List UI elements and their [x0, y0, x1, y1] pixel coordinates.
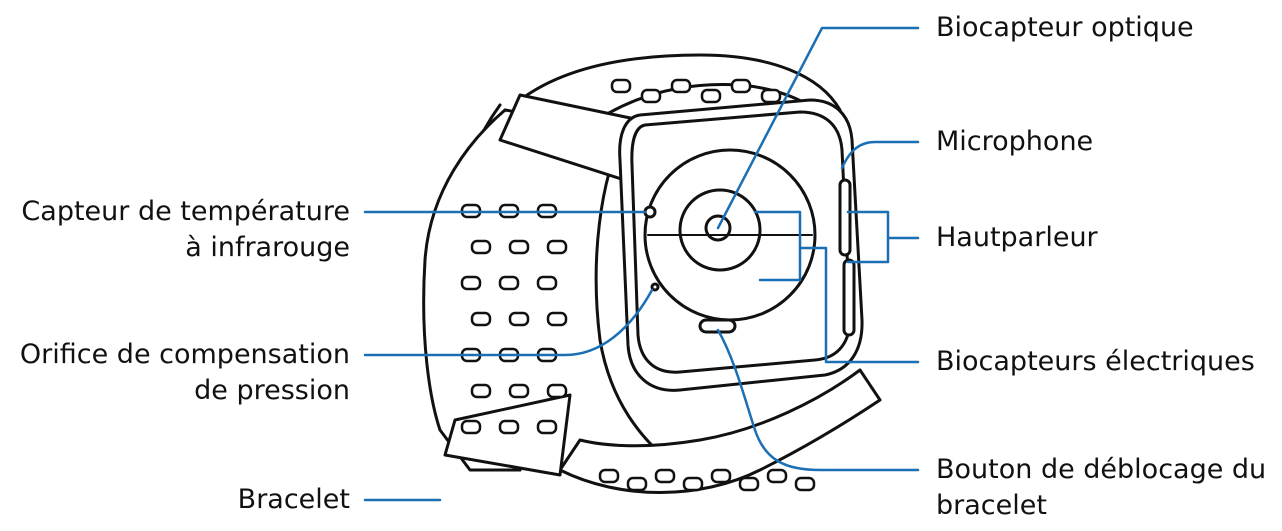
- band-hole: [610, 78, 632, 94]
- vent-dot: [650, 282, 660, 292]
- band-hole: [738, 476, 760, 492]
- band-hole: [640, 88, 662, 104]
- band-hole: [470, 383, 492, 399]
- leader-microphone: [840, 140, 920, 170]
- band-hole: [682, 476, 704, 492]
- watch-case-inner: [630, 110, 852, 374]
- band-hole: [508, 311, 530, 327]
- band-hole: [700, 88, 722, 104]
- label-pressure-vent: Orifice de compensation de pression: [20, 337, 350, 409]
- band-hole: [794, 476, 816, 492]
- band-hole: [546, 239, 568, 255]
- label-temp-sensor-line1: Capteur de température: [21, 196, 350, 227]
- band-hole: [670, 78, 692, 94]
- band-hole: [766, 468, 788, 484]
- band-hole: [626, 476, 648, 492]
- temp-sensor-dot: [643, 205, 657, 219]
- label-band-line1: Bracelet: [237, 484, 350, 515]
- label-microphone: Microphone: [936, 124, 1093, 160]
- band-hole: [498, 419, 520, 435]
- band-hole: [470, 239, 492, 255]
- leader-speaker: [846, 210, 920, 264]
- band-hole: [546, 383, 568, 399]
- band-hole: [546, 311, 568, 327]
- label-pressure-vent-line1: Orifice de compensation: [19, 339, 350, 370]
- label-optical-biosensor-line1: Biocapteur optique: [936, 12, 1194, 43]
- leader-release-button: [716, 328, 920, 472]
- label-band-release-line2: bracelet: [936, 490, 1047, 521]
- band-hole: [508, 383, 530, 399]
- band-hole: [654, 468, 676, 484]
- leader-pressure-vent: [363, 288, 654, 357]
- label-speaker: Hautparleur: [936, 220, 1098, 256]
- side-button-bottom: [842, 258, 856, 337]
- band-hole: [536, 419, 558, 435]
- label-band-release-line1: Bouton de déblocage du: [936, 454, 1267, 485]
- band-hole: [460, 275, 482, 291]
- label-band: Bracelet: [238, 482, 350, 518]
- band-holes: [460, 78, 816, 492]
- label-infrared-temperature-sensor: Capteur de température à infrarouge: [21, 194, 350, 266]
- band-hole: [460, 419, 482, 435]
- band-hole: [470, 311, 492, 327]
- band-end: [443, 393, 572, 477]
- release-button-shape: [698, 318, 737, 334]
- label-speaker-line1: Hautparleur: [936, 222, 1098, 253]
- label-electrical-biosensors-line1: Biocapteurs électriques: [936, 346, 1255, 377]
- band-hole: [508, 239, 530, 255]
- band-hole: [536, 275, 558, 291]
- band-hole: [710, 468, 732, 484]
- leader-optical-biosensor: [716, 26, 920, 230]
- band-hole: [730, 78, 752, 94]
- label-microphone-line1: Microphone: [936, 126, 1094, 157]
- leader-electrical-biosensors: [753, 210, 920, 364]
- band-hole: [498, 275, 520, 291]
- label-band-release-button: Bouton de déblocage du bracelet: [936, 452, 1266, 524]
- label-electrical-biosensors: Biocapteurs électriques: [936, 344, 1255, 380]
- label-temp-sensor-line2: à infrarouge: [185, 232, 350, 263]
- band-hole: [598, 468, 620, 484]
- label-pressure-vent-line2: de pression: [194, 375, 350, 406]
- side-button-top: [838, 178, 852, 257]
- label-optical-biosensor: Biocapteur optique: [936, 10, 1194, 46]
- band-hole: [760, 88, 782, 104]
